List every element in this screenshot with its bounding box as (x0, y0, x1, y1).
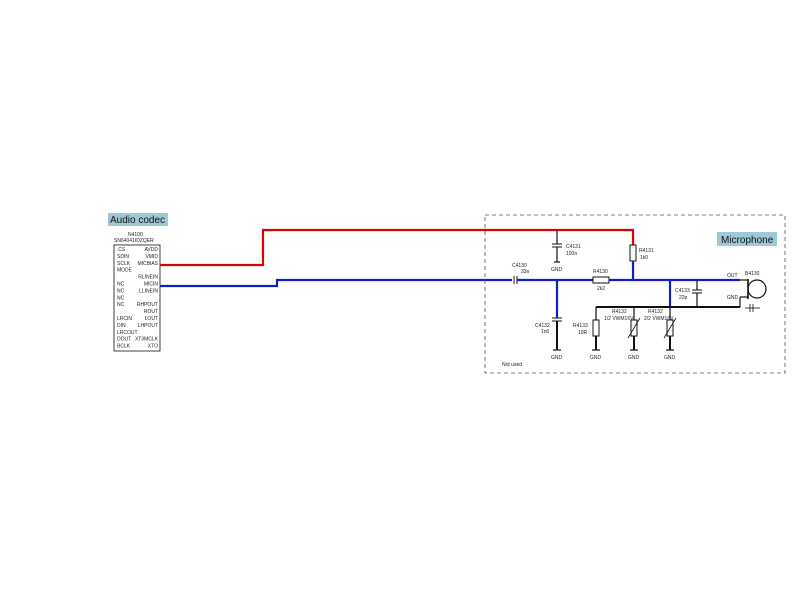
c4132-gnd: GND (551, 355, 563, 361)
codec-pin-right-label: LHPOUT (138, 323, 158, 329)
resistor-r4130: R4130 2k2 (592, 269, 610, 292)
codec-pin-left-label: SDIN (117, 254, 129, 260)
codec-pin-left-label: NC (117, 295, 125, 301)
codec-ic-body (113, 244, 161, 352)
microphone-title: Microphone (721, 235, 774, 246)
codec-pin-right-label: MICIN (144, 282, 159, 288)
codec-pin-left-label: MODE (117, 268, 133, 274)
codec-pin-left-label: LRCIN (117, 316, 132, 322)
codec-pin-left-label: SCLK (117, 261, 131, 267)
r4133-value: 10R (578, 330, 588, 336)
codec-pin-right-label: ROUT (144, 309, 158, 315)
codec-pin-left-label: BCLK (117, 344, 131, 350)
codec-pins-left: .CSSDINSCLKMODENCNCNCNCLRCINDINLRCOUTDOU… (117, 247, 138, 350)
resistor-r4133: R4133 10R GND (573, 307, 602, 361)
codec-pin-right-label: XTI/MCLK (135, 337, 159, 343)
audio-codec-block: Audio codec N4100 SN64041IDZQER .CSSDINS… (108, 213, 168, 352)
codec-pin-right-label: RHPOUT (137, 302, 158, 308)
codec-pin-right-label: AVDD (144, 247, 158, 253)
c4133-ref: C4133 (675, 288, 690, 294)
r4132a-gnd: GND (628, 355, 640, 361)
r4130-ref: R4130 (593, 269, 608, 275)
codec-part-number: SN64041IDZQER (114, 238, 154, 244)
codec-pin-right-label: LOUT (145, 316, 158, 322)
mic-pin-gnd: GND (727, 295, 739, 301)
microphone-title-bg (717, 232, 777, 246)
microphone-section-box (484, 214, 786, 374)
codec-pin-right-label: LLINEIN (139, 288, 158, 294)
codec-pin-left-label: LRCOUT (117, 330, 138, 336)
codec-pin-left-label: DOUT (117, 337, 131, 343)
c4132-ref: C4132 (535, 323, 550, 329)
resistor-r4131: R4131 1k0 (629, 244, 654, 280)
codec-pin-left-label: NC (117, 288, 125, 294)
r4133-gnd: GND (590, 355, 602, 361)
c4130-value: 33n (521, 269, 530, 275)
c4133-value: 22p (679, 295, 688, 301)
c4132-value: 1n0 (541, 329, 550, 335)
r4132b-value: 2/2 VWM16V (644, 316, 674, 322)
r4132a-ref: R4132 (612, 309, 627, 315)
codec-pin-right-label: RLINEIN (138, 275, 158, 281)
r4133-ref: R4133 (573, 323, 588, 329)
not-used-label: Not used (502, 362, 522, 368)
mic-pin-out: OUT (727, 273, 738, 279)
codec-title-bg (108, 213, 168, 226)
mic-ref: B4130 (745, 271, 760, 277)
codec-title: Audio codec (110, 215, 165, 226)
capacitor-c4131: C4131 100n GND (551, 230, 581, 273)
micbias-net-wire (160, 228, 635, 267)
r4130-value: 2k2 (597, 286, 605, 292)
microphone-b4130: B4130 OUT GND (727, 271, 767, 312)
c4131-value: 100n (566, 251, 577, 257)
codec-pin-left-label: NC (117, 302, 125, 308)
r4132b-gnd: GND (664, 355, 676, 361)
varistor-r4132-b: R4132 2/2 VWM16V GND (644, 307, 677, 361)
micin-net-wire (160, 278, 512, 288)
c4130-ref: C4130 (512, 263, 527, 269)
codec-pin-right-label: VMID (146, 254, 159, 260)
varistor-r4132-a: R4132 1/2 VWM16V GND (604, 307, 641, 361)
r4132b-ref: R4132 (648, 309, 663, 315)
codec-pin-left-label: NC (117, 282, 125, 288)
r4131-value: 1k0 (640, 255, 648, 261)
codec-pin-left-label: DIN (117, 323, 126, 329)
r4131-ref: R4131 (639, 248, 654, 254)
codec-pin-left-label: .CS (117, 247, 126, 253)
capacitor-c4132: C4132 1n0 GND (535, 280, 563, 361)
capacitor-c4133: C4133 22p (675, 280, 702, 307)
codec-pin-right-label: MICBIAS (137, 261, 158, 267)
codec-ref: N4100 (128, 232, 143, 238)
c4131-gnd: GND (551, 267, 563, 273)
codec-pin-right-label: XTO (148, 344, 158, 350)
r4132a-value: 1/2 VWM16V (604, 316, 634, 322)
c4131-ref: C4131 (566, 244, 581, 250)
